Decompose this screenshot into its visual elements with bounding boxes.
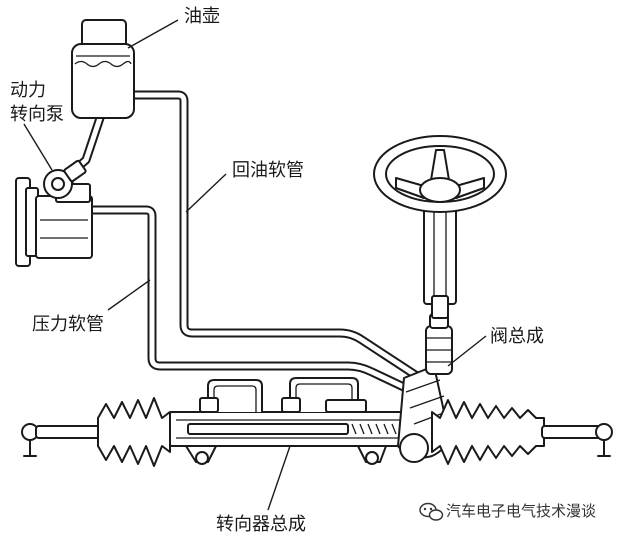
right-boot [431,399,545,465]
watermark: 汽车电子电气技术漫谈 [419,502,596,521]
watermark-text: 汽车电子电气技术漫谈 [446,502,596,520]
steering-gear-leader [267,445,291,511]
steering-wheel [373,135,507,213]
label-valve-assembly: 阀总成 [490,326,544,347]
label-pressure-hose: 压力软管 [32,314,104,335]
label-pump-line1: 动力 [10,80,46,101]
label-steering-gear: 转向器总成 [216,514,306,535]
reservoir [71,19,135,119]
power-steering-pump [15,159,93,267]
return-hose [127,90,425,383]
label-pump-line2: 转向泵 [10,104,64,125]
reservoir-leader [127,19,179,49]
label-return-hose: 回油软管 [232,160,304,181]
steering-column [423,207,457,319]
wechat-icon [419,502,444,521]
label-reservoir: 油壶 [184,6,220,27]
return-hose-leader [185,173,227,213]
left-tie-rod [21,423,101,457]
left-boot [97,397,171,467]
steering-gear-assembly [165,377,435,465]
pump-leader [23,123,53,171]
right-tie-rod [541,423,613,457]
pressure-hose [65,180,415,395]
valve-assembly-leader [447,335,487,367]
pressure-hose-leader [107,279,151,311]
